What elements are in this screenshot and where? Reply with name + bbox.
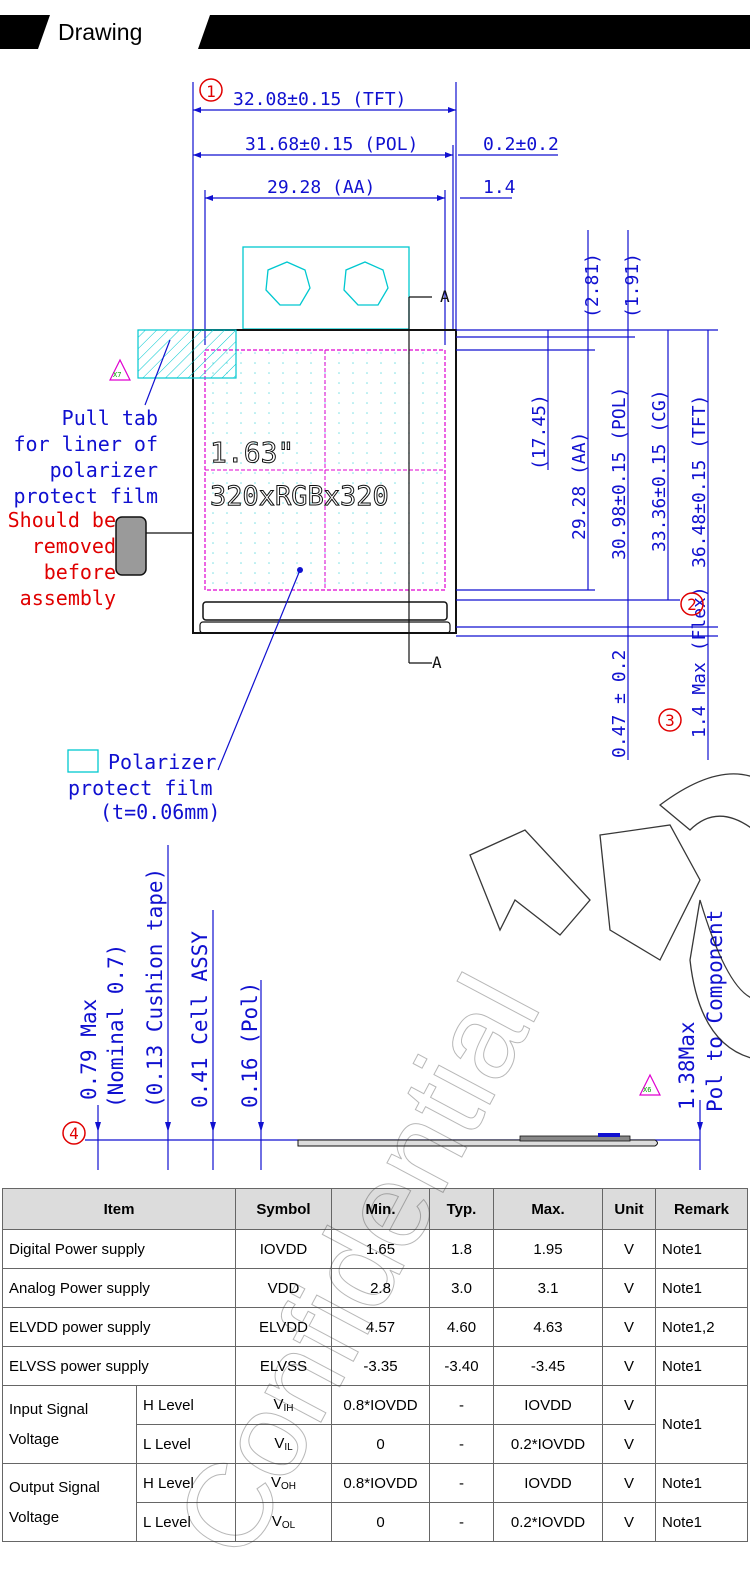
dim-pol-side: 0.16 (Pol)	[238, 982, 262, 1108]
x7-label: X7	[113, 371, 121, 379]
dim-pol-to-comp: Pol to Component	[703, 910, 727, 1112]
col-min: Min.	[331, 1188, 430, 1230]
section-title: Drawing	[58, 19, 143, 45]
col-unit: Unit	[602, 1188, 656, 1230]
side-profile	[297, 1139, 658, 1147]
marker-4	[62, 1121, 86, 1145]
dim-cg-height: 33.36±0.15 (CG)	[649, 389, 670, 552]
svg-text:before: before	[44, 560, 116, 584]
dim-nominal: (Nominal 0.7)	[104, 944, 128, 1108]
svg-text:removed: removed	[32, 534, 116, 558]
pull-tab-note: Pull tab for liner of polarizer protect …	[14, 406, 159, 508]
table-row: Analog Power supply VDD 2.8 3.0 3.1 V No…	[2, 1268, 748, 1308]
dim-1745: (17.45)	[529, 394, 550, 470]
col-remark: Remark	[655, 1188, 748, 1230]
dim-aa-height: 29.28 (AA)	[569, 432, 590, 540]
col-item: Item	[2, 1188, 236, 1230]
col-symbol: Symbol	[235, 1188, 332, 1230]
dim-079-max: 0.79 Max	[77, 999, 101, 1100]
table-row: ELVSS power supply ELVSS -3.35 -3.40 -3.…	[2, 1346, 748, 1386]
dim-aa-width: 29.28 (AA)	[267, 177, 375, 198]
dim-offset-02: 0.2±0.2	[483, 134, 559, 155]
dim-tft-width: 32.08±0.15 (TFT)	[233, 89, 406, 110]
panel-size: 1.63"	[210, 436, 294, 469]
top-dimensions	[192, 82, 558, 345]
side-dimensions	[85, 845, 701, 1170]
svg-text:protect film: protect film	[68, 776, 213, 800]
dim-cushion: (0.13 Cushion tape)	[143, 868, 167, 1108]
svg-text:Polarizer: Polarizer	[108, 750, 216, 774]
dim-pol-width: 31.68±0.15 (POL)	[245, 134, 418, 155]
svg-text:polarizer: polarizer	[50, 458, 158, 482]
table-row: ELVDD power supply ELVDD 4.57 4.60 4.63 …	[2, 1307, 748, 1347]
dim-191: (1.91)	[622, 253, 643, 318]
svg-text:protect film: protect film	[14, 484, 159, 508]
marker-1-label: 1	[206, 82, 216, 101]
hole-right	[343, 261, 389, 306]
legend-swatch	[67, 749, 99, 773]
side-connector	[115, 516, 147, 576]
col-typ: Typ.	[429, 1188, 494, 1230]
svg-text:Should be: Should be	[8, 508, 116, 532]
dim-offset-14: 1.4	[483, 177, 516, 198]
section-a-top: A	[440, 287, 450, 306]
spec-table: Item Symbol Min. Typ. Max. Unit Remark D…	[2, 1188, 748, 1542]
dim-047: 0.47 ± 0.2	[609, 650, 630, 758]
marker-1	[199, 78, 223, 102]
marker-3	[658, 708, 682, 732]
table-header-row: Item Symbol Min. Typ. Max. Unit Remark	[2, 1188, 748, 1230]
svg-text:(t=0.06mm): (t=0.06mm)	[100, 800, 220, 824]
section-a-bottom: A	[432, 653, 442, 672]
table-row: L Level VOL 0 - 0.2*IOVDD V Note1	[3, 1502, 748, 1542]
dim-pol-height: 30.98±0.15 (POL)	[609, 387, 630, 560]
dimension-arrows	[193, 107, 456, 201]
x6-label: X6	[643, 1086, 651, 1094]
x6-triangle	[639, 1073, 661, 1096]
marker-2	[680, 592, 704, 616]
dim-flex: 1.4 Max (Flex)	[689, 586, 710, 738]
flex-area	[242, 246, 410, 330]
dim-281: (2.81)	[582, 253, 603, 318]
right-dimensions	[456, 230, 718, 760]
table-row: Digital Power supply IOVDD 1.65 1.8 1.95…	[2, 1229, 748, 1269]
panel-resolution: 320xRGBx320	[210, 481, 389, 512]
dim-tft-height: 36.48±0.15 (TFT)	[689, 395, 710, 568]
marker-4-label: 4	[69, 1124, 79, 1143]
svg-text:Pull tab: Pull tab	[62, 406, 158, 430]
header-tab	[38, 15, 210, 49]
svg-text:assembly: assembly	[20, 586, 116, 610]
table-row: L Level VIL 0 - 0.2*IOVDD V	[3, 1424, 748, 1464]
dim-138-max: 1.38Max	[675, 1021, 699, 1110]
x7-triangle	[109, 358, 131, 381]
legend-note: Polarizer protect film (t=0.06mm)	[68, 750, 220, 824]
hole-left	[265, 261, 311, 306]
svg-text:for liner of: for liner of	[14, 432, 159, 456]
dim-cell: 0.41 Cell ASSY	[188, 931, 212, 1108]
warning-note: Should be removed before assembly	[8, 508, 116, 610]
marker-3-label: 3	[665, 711, 675, 730]
marker-2-label: 2	[687, 595, 697, 614]
technical-drawing: 1 32.08±0.15 (TFT) 31.68±0.15 (POL) 29.2…	[8, 78, 727, 1170]
col-max: Max.	[493, 1188, 603, 1230]
pull-tab	[137, 329, 237, 379]
